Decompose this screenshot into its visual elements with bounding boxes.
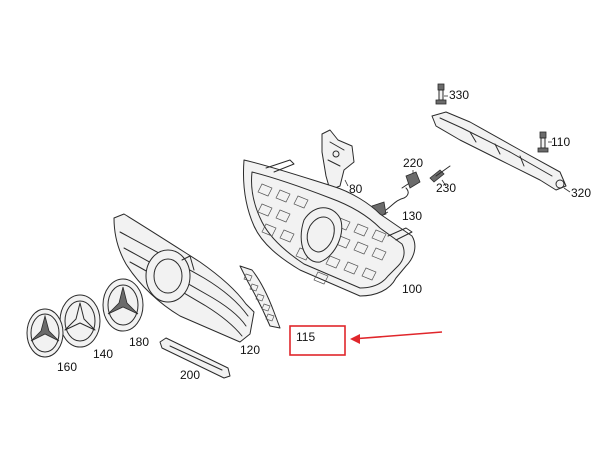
part-180-star[interactable] <box>102 278 144 332</box>
label-140: 140 <box>93 347 113 361</box>
part-110-bolt[interactable] <box>537 131 549 153</box>
label-220: 220 <box>403 156 423 170</box>
part-330-bolt[interactable] <box>435 83 447 105</box>
part-200-strip[interactable] <box>159 337 231 379</box>
highlight-arrow-line <box>351 331 443 340</box>
label-330: 330 <box>449 88 469 102</box>
part-100-grille[interactable] <box>243 159 416 297</box>
highlight-arrow-head <box>350 334 360 344</box>
label-120: 120 <box>240 343 260 357</box>
leader-lines <box>344 95 571 215</box>
label-180: 180 <box>129 335 149 349</box>
label-230: 230 <box>436 181 456 195</box>
part-160-star[interactable] <box>26 308 64 358</box>
part-220-clip[interactable] <box>401 171 421 189</box>
part-labels: 330 110 320 220 230 80 130 100 115 120 1… <box>57 88 591 382</box>
part-320-bracket[interactable] <box>431 111 567 191</box>
part-230-bolt[interactable] <box>429 165 451 183</box>
label-110: 110 <box>551 135 570 149</box>
label-160: 160 <box>57 360 77 374</box>
label-320: 320 <box>571 186 591 200</box>
label-115: 115 <box>296 330 315 344</box>
part-140-star[interactable] <box>59 294 101 348</box>
label-200: 200 <box>180 368 200 382</box>
label-130: 130 <box>402 209 422 223</box>
label-100: 100 <box>402 282 422 296</box>
part-115-insert[interactable] <box>239 265 281 329</box>
part-120-louvres[interactable] <box>113 213 255 343</box>
highlight-box <box>289 325 346 356</box>
part-80-bracket[interactable] <box>321 129 355 191</box>
label-80: 80 <box>349 182 363 196</box>
highlight-callout <box>289 325 443 356</box>
